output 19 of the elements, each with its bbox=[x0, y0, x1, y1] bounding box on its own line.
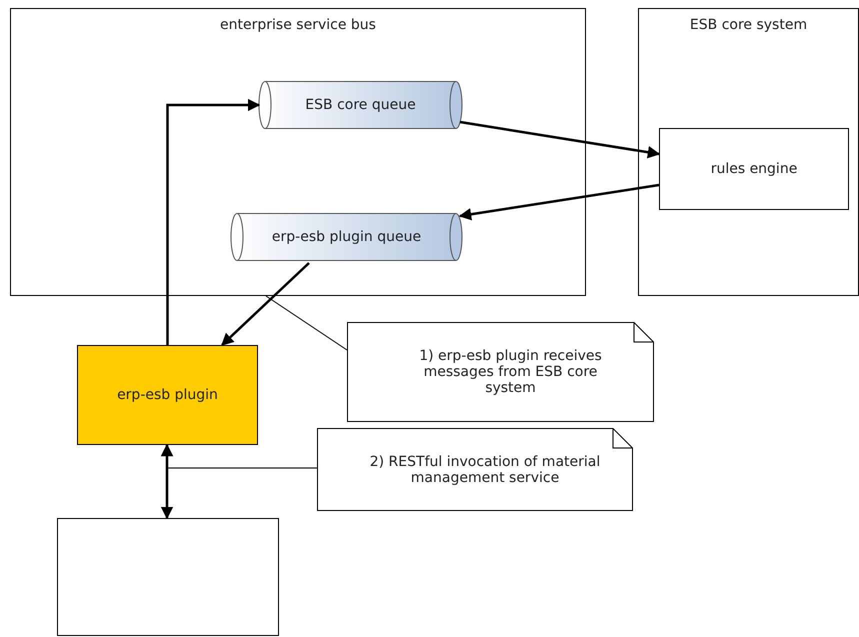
arrow bbox=[458, 184, 660, 220]
node-label: rules engine bbox=[710, 161, 798, 177]
system-container bbox=[638, 8, 859, 296]
arrow bbox=[221, 262, 310, 346]
system-box bbox=[57, 518, 279, 636]
container-title: enterprise service bus bbox=[220, 17, 376, 33]
plugin-box bbox=[77, 345, 258, 445]
arrow bbox=[166, 98, 260, 345]
bus-container bbox=[10, 8, 586, 296]
node-label: erp-esb plugin queue bbox=[272, 229, 422, 245]
arrow bbox=[460, 120, 660, 158]
leader-line bbox=[266, 296, 348, 350]
container-title: ESB core system bbox=[690, 17, 808, 33]
note-text: 1) erp-esb plugin receives messages from ESB core system bbox=[418, 348, 603, 396]
process-box bbox=[659, 128, 849, 210]
node-label: erp-esb plugin bbox=[117, 387, 218, 403]
arrow bbox=[160, 444, 174, 520]
node-label: ESB core queue bbox=[305, 97, 416, 113]
note-text: 2) RESTful invocation of material management service bbox=[368, 454, 602, 486]
